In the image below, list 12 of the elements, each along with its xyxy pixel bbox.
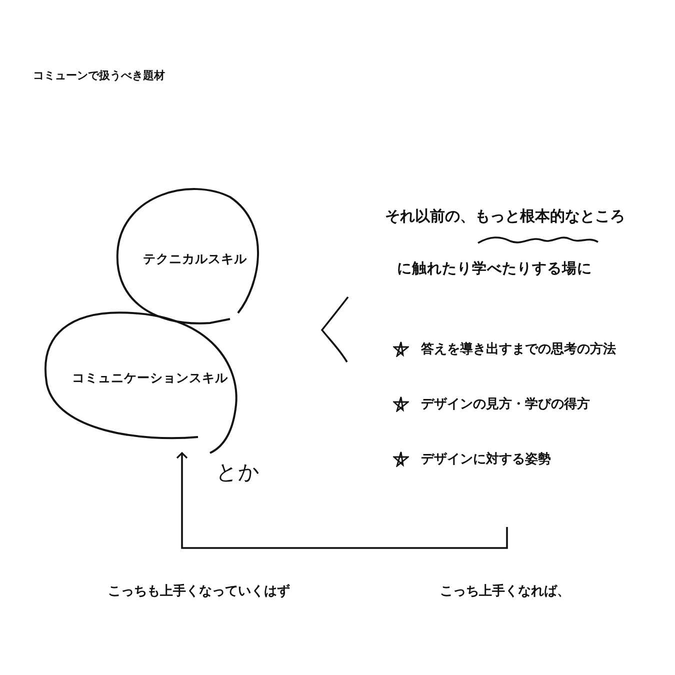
side-note: とか [216,460,260,486]
skill-label: テクニカルスキル [143,251,247,268]
arrow [176,452,508,549]
bullet-text: デザインに対する姿勢 [421,450,551,468]
heading-text: それ以前の、もっと根本的なところ [385,207,625,226]
note-text: こっち上手くなれば、 [440,582,570,600]
note-text: こっちも上手くなっていくはず [108,582,290,600]
bullet-text: デザインの見方・学びの得方 [421,395,590,413]
bullet-text: 答えを導き出すまでの思考の方法 [421,340,616,358]
skill-label: コミュニケーションスキル [72,370,228,387]
title: コミューンで扱うべき題材 [33,68,165,83]
heading-text: に触れたり学べたりする場に [397,260,592,278]
